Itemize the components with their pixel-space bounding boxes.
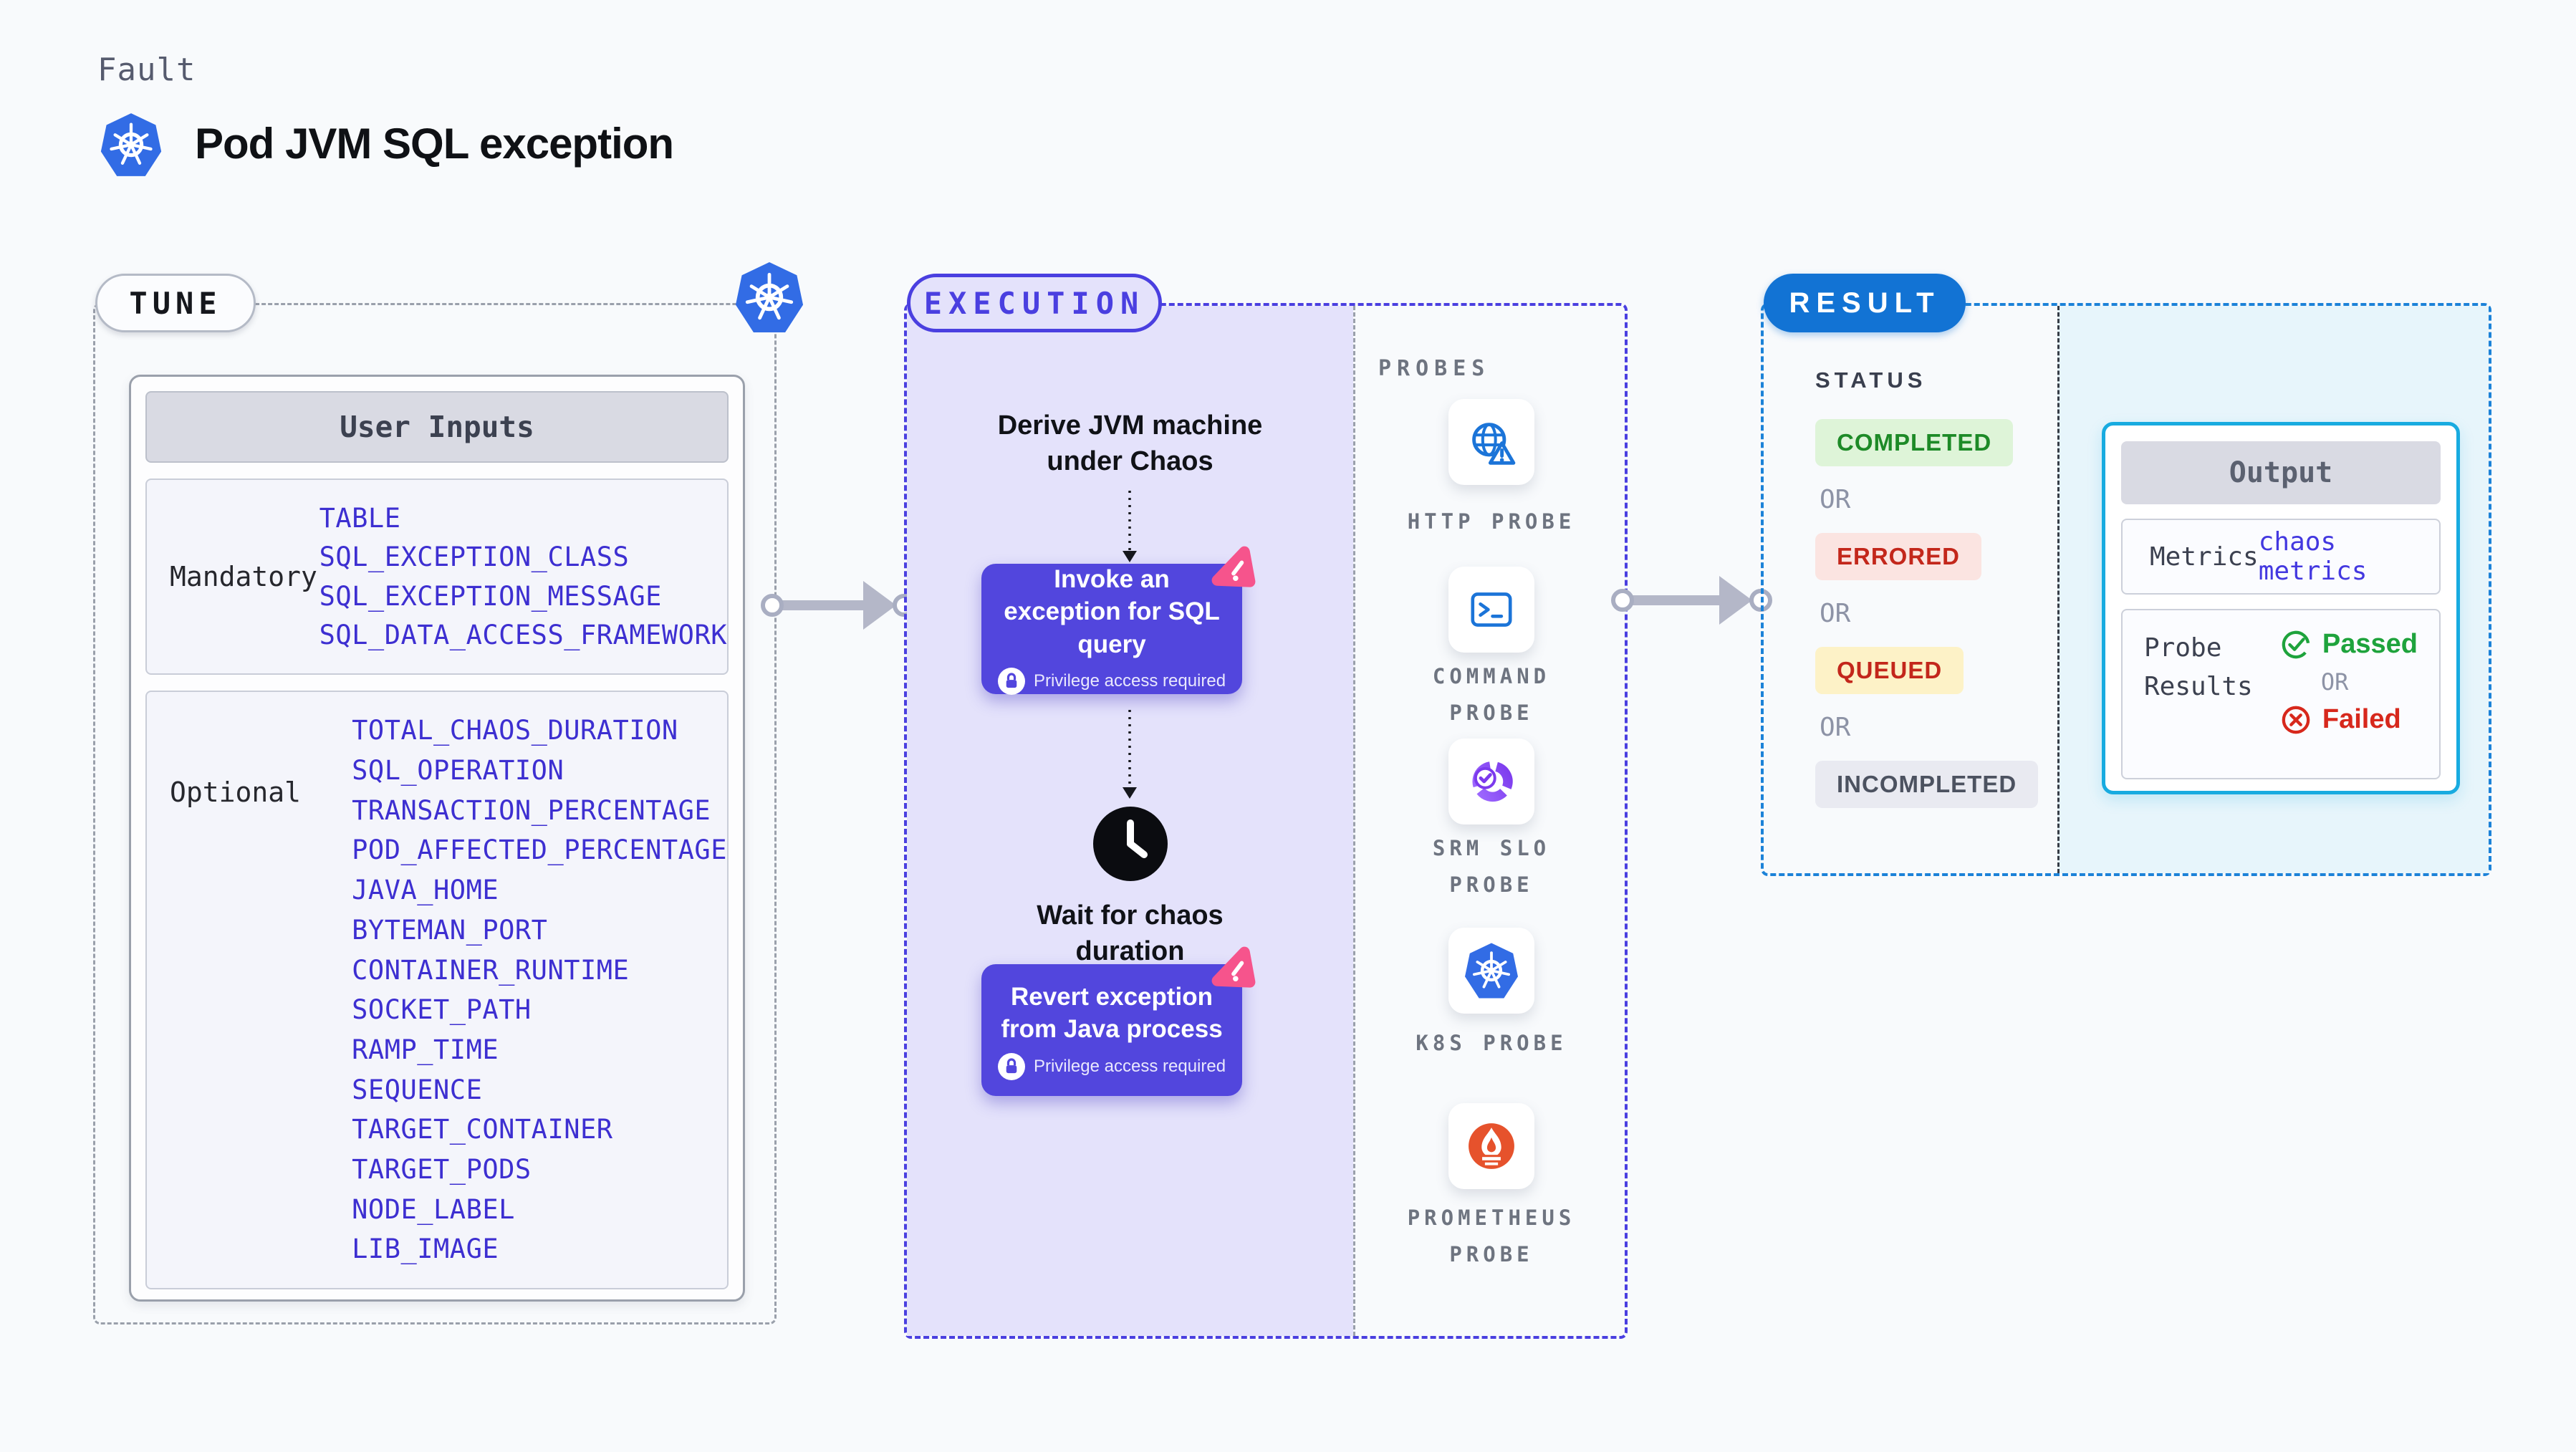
probe-failed-row: Failed (2281, 704, 2401, 735)
fault-eyebrow: Fault (97, 52, 196, 88)
lock-icon (997, 1052, 1025, 1080)
input-variable[interactable]: SQL_DATA_ACCESS_FRAMEWORK (319, 620, 727, 651)
or-separator: OR (1820, 599, 1851, 628)
input-variable[interactable]: TRANSACTION_PERCENTAGE (352, 794, 711, 826)
kubernetes-icon (100, 113, 162, 176)
srm-slo-probe-card[interactable] (1448, 739, 1534, 824)
globe-alert-icon (1472, 423, 1516, 465)
result-section: STATUS COMPLETED OR ERRORED OR QUEUED OR… (1761, 303, 2491, 876)
or-separator: OR (1820, 713, 1851, 742)
x-circle-icon (2282, 706, 2310, 734)
probe-results-row: Probe Results Passed OR (2121, 609, 2441, 779)
optional-items: TOTAL_CHAOS_DURATION SQL_OPERATION TRANS… (352, 692, 727, 1288)
input-variable[interactable]: SQL_EXCEPTION_MESSAGE (319, 580, 662, 612)
kubernetes-icon (735, 262, 804, 332)
status-label: STATUS (1815, 367, 1927, 393)
slo-pie-icon (1472, 761, 1513, 802)
probes-divider (1353, 306, 1355, 1336)
k8s-probe-card[interactable] (1448, 928, 1534, 1014)
or-separator: OR (2320, 668, 2349, 696)
metrics-row: Metrics chaos metrics (2121, 519, 2441, 595)
status-badge-incompleted: INCOMPLETED (1815, 761, 2039, 808)
or-separator: OR (1820, 485, 1851, 514)
input-variable[interactable]: JAVA_HOME (352, 875, 499, 906)
input-variable[interactable]: CONTAINER_RUNTIME (352, 954, 630, 986)
input-variable[interactable]: NODE_LABEL (352, 1193, 515, 1225)
user-inputs-card: User Inputs Mandatory TABLE SQL_EXCEPTIO… (129, 375, 745, 1302)
wait-step: Wait for chaos duration (1037, 900, 1224, 967)
user-inputs-title: User Inputs (145, 391, 729, 463)
execution-badge[interactable]: EXECUTION (907, 274, 1162, 332)
passed-label: Passed (2322, 629, 2418, 659)
failed-label: Failed (2322, 704, 2401, 734)
invoke-step-label: Invoke an exception for SQL query (1004, 564, 1220, 658)
status-badge-errored: ERRORED (1815, 533, 1982, 580)
mandatory-label: Mandatory (170, 561, 317, 592)
page-title: Pod JVM SQL exception (195, 120, 674, 168)
k8s-probe-label: K8S PROBE (1416, 1031, 1567, 1055)
privilege-row: Privilege access required (997, 668, 1226, 696)
terminal-icon (1471, 592, 1512, 627)
clock-icon (1093, 807, 1168, 881)
tune-to-execution-arrow-icon (761, 581, 915, 630)
privilege-note: Privilege access required (1033, 671, 1226, 691)
input-variable[interactable]: TOTAL_CHAOS_DURATION (352, 715, 678, 746)
probe-results-label: Probe Results (2144, 633, 2253, 701)
result-badge[interactable]: RESULT (1764, 274, 1966, 332)
metrics-value[interactable]: chaos metrics (2258, 527, 2368, 586)
http-probe-label: HTTP PROBE (1407, 509, 1576, 534)
status-column: COMPLETED OR ERRORED OR QUEUED OR INCOMP… (1815, 419, 2039, 808)
privilege-row: Privilege access required (997, 1052, 1226, 1080)
input-variable[interactable]: RAMP_TIME (352, 1034, 499, 1065)
input-variable[interactable]: POD_AFFECTED_PERCENTAGE (352, 835, 727, 866)
input-variable[interactable]: SQL_OPERATION (352, 755, 564, 787)
prometheus-probe-card[interactable] (1448, 1103, 1534, 1189)
mandatory-inputs-row: Mandatory TABLE SQL_EXCEPTION_CLASS SQL_… (145, 479, 729, 675)
output-card: Output Metrics chaos metrics Probe Resul… (2102, 422, 2460, 794)
flow-connector-icon (1123, 491, 1137, 562)
status-badge-queued: QUEUED (1815, 647, 1964, 694)
revert-exception-node[interactable]: Revert exception from Java process Privi… (981, 946, 1256, 1096)
execution-section: Derive JVM machine under Chaos Invoke an… (904, 303, 1628, 1339)
derive-step: Derive JVM machine under Chaos (997, 410, 1263, 477)
input-variable[interactable]: LIB_IMAGE (352, 1234, 499, 1265)
input-variable[interactable]: SOCKET_PATH (352, 994, 532, 1026)
litmus-chaos-icon (1211, 946, 1256, 988)
litmus-chaos-icon (1211, 546, 1256, 587)
invoke-exception-node[interactable]: Invoke an exception for SQL query Privil… (981, 546, 1256, 696)
input-variable[interactable]: TARGET_CONTAINER (352, 1114, 613, 1145)
input-variable[interactable]: TARGET_PODS (352, 1154, 532, 1186)
command-probe-label: COMMAND PROBE (1432, 664, 1551, 725)
revert-step-label: Revert exception from Java process (1001, 982, 1223, 1044)
privilege-note: Privilege access required (1033, 1056, 1226, 1076)
input-variable[interactable]: TABLE (319, 502, 401, 534)
probe-passed-row: Passed (2281, 629, 2418, 660)
optional-inputs-row: Optional TOTAL_CHAOS_DURATION SQL_OPERAT… (145, 691, 729, 1289)
flow-connector-icon (1123, 710, 1137, 799)
command-probe-card[interactable] (1448, 567, 1534, 653)
tune-section (93, 303, 777, 1324)
prometheus-probe-label: PROMETHEUS PROBE (1407, 1206, 1576, 1266)
optional-label: Optional (170, 777, 302, 808)
execution-to-result-arrow-icon (1611, 576, 1772, 625)
http-probe-card[interactable] (1448, 399, 1534, 485)
srm-slo-probe-label: SRM SLO PROBE (1432, 836, 1551, 897)
input-variable[interactable]: BYTEMAN_PORT (352, 914, 548, 946)
tune-badge[interactable]: TUNE (95, 274, 256, 332)
probes-header: PROBES (1378, 356, 1491, 381)
input-variable[interactable]: SEQUENCE (352, 1074, 483, 1105)
input-variable[interactable]: SQL_EXCEPTION_CLASS (319, 542, 630, 573)
output-title: Output (2121, 441, 2441, 504)
kubernetes-icon (1465, 943, 1518, 999)
status-badge-completed: COMPLETED (1815, 419, 2014, 466)
check-circle-icon (2282, 630, 2310, 658)
prometheus-icon (1469, 1123, 1514, 1169)
metrics-label: Metrics (2150, 542, 2259, 572)
mandatory-items: TABLE SQL_EXCEPTION_CLASS SQL_EXCEPTION_… (319, 480, 727, 673)
lock-icon (997, 668, 1025, 696)
